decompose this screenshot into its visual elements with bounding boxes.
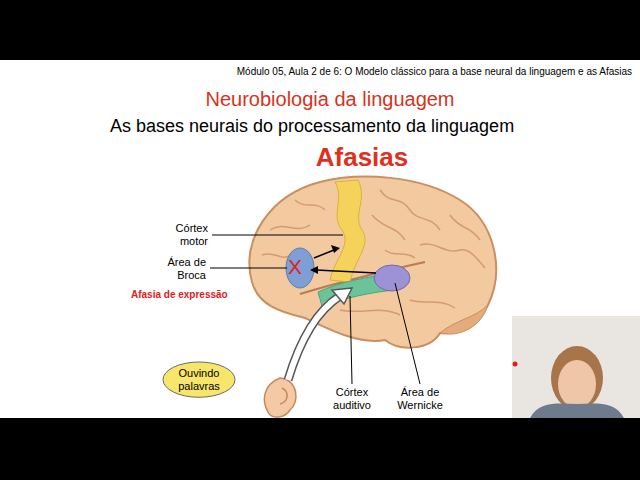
- lesion-mark: X: [288, 255, 302, 279]
- ear-illustration: [264, 378, 296, 417]
- slide-ground: [0, 60, 640, 418]
- part-label: Córtex motor: [160, 222, 208, 247]
- sound-arrow: [288, 288, 352, 380]
- node-text: Ouvindo palavras: [173, 367, 225, 392]
- part-label: Área de Wernicke: [392, 386, 448, 411]
- slide-subtitle: As bases neurais do processamento da lin…: [110, 116, 514, 137]
- part-label: Córtex auditivo: [327, 386, 377, 411]
- webcam-inset: [512, 316, 640, 418]
- section-heading: Afasias: [316, 143, 409, 173]
- slide-header: Módulo 05, Aula 2 de 6: O Modelo clássic…: [237, 66, 632, 78]
- slide-title: Neurobiologia da linguagem: [205, 88, 454, 111]
- leader-lines: [210, 235, 420, 384]
- part-label: Área de Broca: [156, 256, 206, 281]
- word-ellipse: Ouvindo palavras: [162, 361, 236, 398]
- brain-illustration: [249, 177, 496, 348]
- aphasia-note: Afasia de expressão: [131, 289, 228, 301]
